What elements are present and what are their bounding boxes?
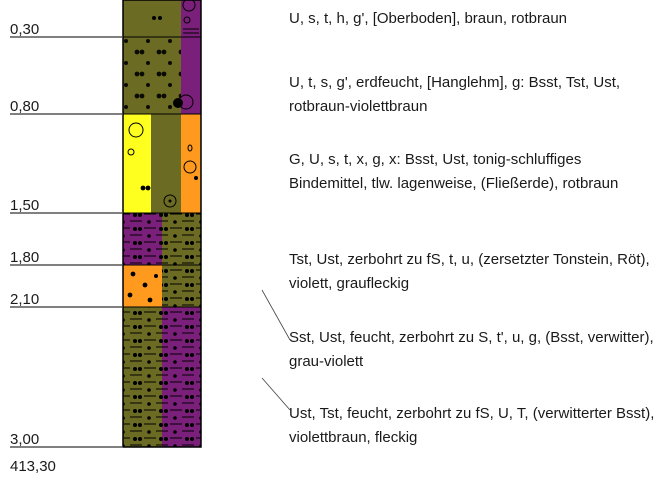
- layer-description-4: Tst, Ust, zerbohrt zu fS, t, u, (zersetz…: [289, 251, 650, 292]
- layer-description-5: Sst, Ust, feucht, zerbohrt zu S, t', u, …: [289, 329, 654, 370]
- depth-label: 0,80: [10, 98, 39, 115]
- layer-2-fill: [123, 37, 201, 114]
- layer-4-fill: [123, 213, 201, 265]
- depth-label: 3,00: [10, 431, 39, 448]
- layer-description-3: G, U, s, t, x, g, x: Bsst, Ust, tonig-sc…: [289, 151, 619, 192]
- layer-6-fill: [123, 307, 201, 447]
- pointer-line-layer-6: [261, 377, 291, 411]
- layer-description-2: U, t, s, g', erdfeucht, [Hanglehm], g: B…: [289, 74, 621, 115]
- depth-label: 0,30: [10, 21, 39, 38]
- depth-label: 1,80: [10, 249, 39, 266]
- layer-1-fill: [123, 0, 201, 37]
- layer-5-fill: [123, 265, 201, 307]
- layer-3-fill: [123, 114, 201, 213]
- pointer-line-layer-5: [261, 289, 291, 341]
- depth-label: 1,50: [10, 197, 39, 214]
- base-elevation-label: 413,30: [10, 458, 56, 475]
- depth-label: 2,10: [10, 291, 39, 308]
- layer-description-6: Ust, Tst, feucht, zerbohrt zu fS, U, T, …: [289, 405, 655, 446]
- layer-description-1: U, s, t, h, g', [Oberboden], braun, rotb…: [289, 10, 568, 27]
- column-outline: [122, 0, 202, 448]
